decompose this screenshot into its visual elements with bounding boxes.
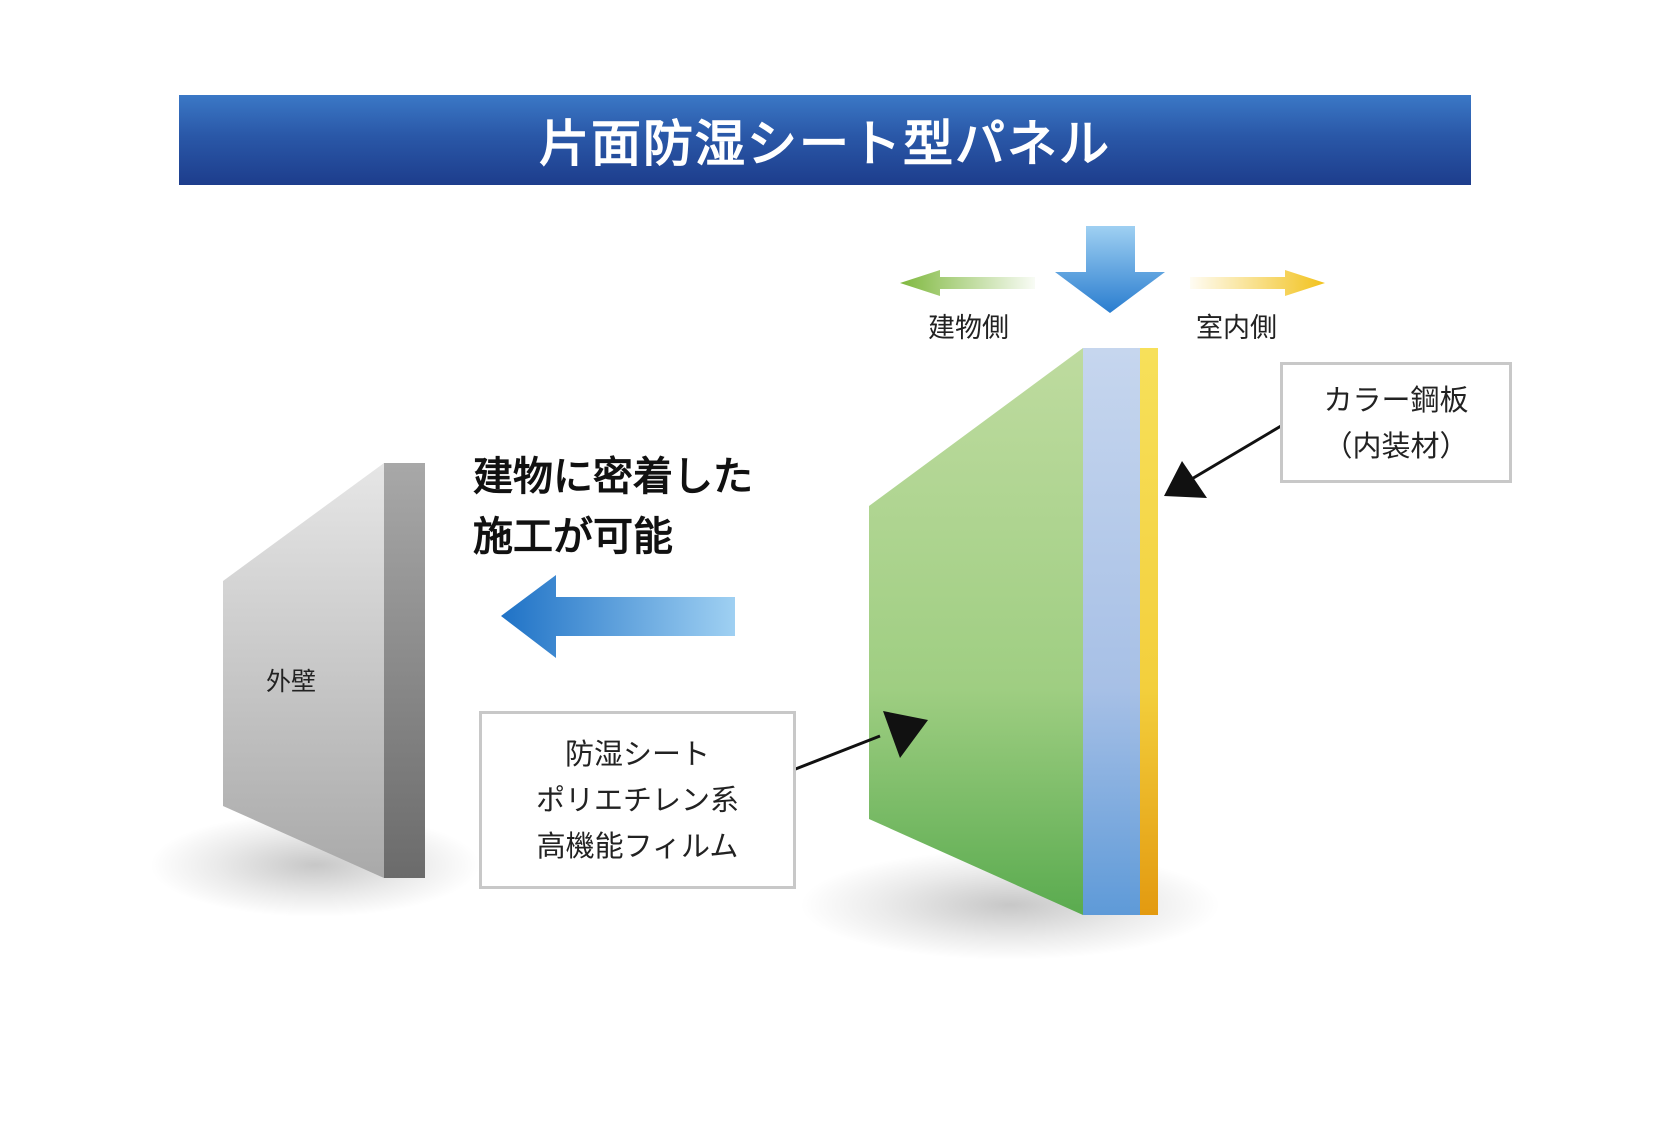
title-bar: 片面防湿シート型パネル [179,95,1471,185]
steel-callout-pointer [1164,424,1282,498]
moisture-film-callout: 防湿シート ポリエチレン系 高機能フィルム [479,711,796,889]
wall-label: 外壁 [266,667,317,696]
close-contact-arrow [501,575,735,658]
wall-edge [384,463,425,878]
steel-callout-line-2: （内装材） [1323,428,1469,463]
indoor-side-label: 室内側 [1196,313,1277,344]
panel [869,348,1158,915]
steel-sheet-callout: カラー鋼板 （内装材） [1280,362,1512,483]
film-callout-line-2: ポリエチレン系 [535,783,739,817]
indoor-side-arrow [1190,270,1325,296]
film-callout-line-1: 防湿シート [564,737,710,771]
headline: 建物に密着した 施工が可能 [473,447,753,567]
building-side-arrow [900,270,1035,296]
headline-line-2: 施工が可能 [473,514,673,560]
moisture-down-arrow [1055,226,1165,313]
exterior-wall [223,463,425,878]
film-callout-line-3: 高機能フィルム [536,829,739,863]
film-callout-pointer [792,711,928,772]
steel-sheet-layer [1140,348,1158,915]
headline-line-1: 建物に密着した [473,454,753,500]
moisture-barrier-layer [1083,348,1140,915]
building-side-label: 建物側 [928,313,1009,344]
insulation-core [869,348,1083,915]
page-title: 片面防湿シート型パネル [539,115,1111,173]
wall-face [223,463,384,878]
steel-callout-line-1: カラー鋼板 [1323,382,1469,417]
